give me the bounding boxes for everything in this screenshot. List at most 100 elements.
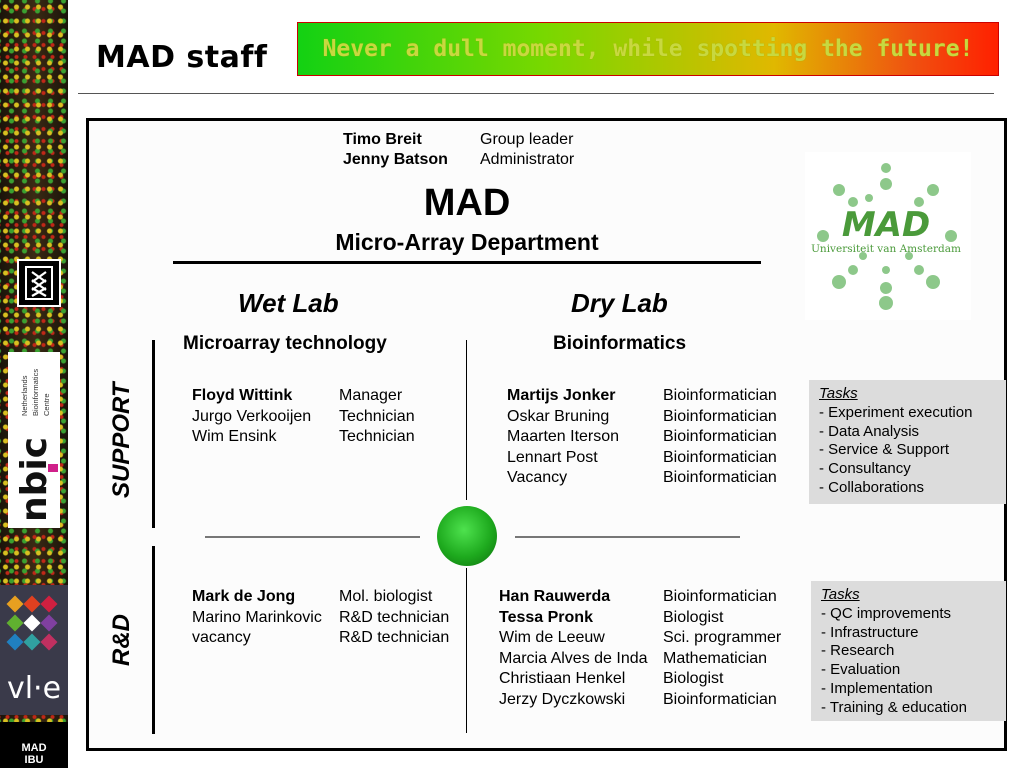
staff-row: Marino Marinkovic R&D technician (192, 608, 449, 629)
leader-name: Jenny Batson (343, 151, 448, 168)
staff-row: Marcia Alves de Inda Mathematician (499, 649, 781, 670)
row-divider-left (205, 536, 420, 538)
task-item: - Implementation (821, 679, 933, 697)
dry-lab-subtitle: Bioinformatics (553, 333, 687, 354)
nbic-text-line-2: Bioinformatics (31, 369, 40, 416)
wet-lab-title: Wet Lab (238, 288, 339, 318)
staff-row: Wim Ensink Technician (192, 427, 415, 448)
task-item: - Training & education (821, 698, 967, 716)
staff-role: Technician (339, 407, 415, 425)
support-bar (152, 340, 155, 528)
task-item: - Collaborations (819, 478, 925, 496)
row-divider-right (515, 536, 740, 538)
staff-name: Han Rauwerda (499, 588, 611, 605)
staff-name: Martijs Jonker (507, 387, 616, 404)
staff-role: Technician (339, 428, 415, 445)
task-item: - QC improvements (821, 604, 952, 622)
staff-role: Bioinformatician (663, 387, 777, 404)
staff-role: Manager (339, 387, 403, 404)
staff-role: Bioinformatician (663, 469, 777, 486)
mad-small-line-2: IBU (24, 754, 44, 766)
staff-name: Tessa Pronk (499, 608, 593, 626)
staff-name: Mark de Jong (192, 588, 296, 605)
staff-name: Maarten Iterson (507, 428, 620, 445)
staff-name: Vacancy (507, 469, 568, 486)
staff-role: Mol. biologist (339, 588, 433, 605)
tasks-heading: Tasks (821, 586, 860, 603)
task-item: - Research (821, 642, 895, 660)
staff-row: Tessa Pronk Biologist (499, 608, 781, 629)
staff-role: R&D technician (339, 629, 450, 646)
rd-tasks-box: Tasks - QC improvements- Infrastructure-… (811, 581, 1006, 721)
mad-small-line-1: MAD (21, 742, 47, 754)
staff-name: Jerzy Dyczkowski (499, 690, 626, 708)
staff-name: Floyd Wittink (192, 387, 293, 404)
staff-role: Biologist (663, 608, 724, 626)
staff-row: Han Rauwerda Bioinformatician (499, 587, 781, 608)
leader-name: Timo Breit (343, 131, 422, 148)
staff-row: Oskar Bruning Bioinformatician (507, 407, 777, 428)
staff-name: Wim de Leeuw (499, 629, 605, 646)
leader-role: Administrator (480, 151, 575, 168)
nbic-logo: Netherlands Bioinformatics Centre nbic (8, 352, 60, 528)
staff-row: vacancy R&D technician (192, 628, 449, 649)
staff-role: Bioinformatician (663, 428, 777, 445)
staff-row: Lennart Post Bioinformatician (507, 448, 777, 469)
staff-role: Bioinformatician (663, 588, 777, 605)
rd-row-label: R&D (108, 614, 135, 666)
dry-lab-title: Dry Lab (571, 288, 668, 318)
staff-row: Floyd Wittink Manager (192, 386, 415, 407)
title-divider (78, 93, 994, 94)
leader-role: Group leader (480, 131, 574, 148)
staff-row: Vacancy Bioinformatician (507, 468, 777, 489)
staff-name: Lennart Post (507, 448, 598, 466)
leader-row: Timo Breit Group leader (343, 130, 574, 150)
leader-row: Jenny Batson Administrator (343, 150, 574, 170)
column-divider-top (466, 340, 467, 500)
wet-lab-subtitle: Microarray technology (183, 333, 387, 354)
staff-row: Mark de Jong Mol. biologist (192, 587, 449, 608)
department-name: Micro-Array Department (335, 229, 599, 255)
slogan-banner: Never a dull moment, while spotting the … (297, 22, 999, 76)
nbic-wordmark: nbic (14, 437, 55, 522)
staff-role: Biologist (663, 670, 724, 687)
task-item: - Consultancy (819, 460, 911, 478)
staff-name: Jurgo Verkooijen (192, 407, 312, 425)
vle-wordmark: vl·e (6, 671, 62, 706)
staff-row: Jurgo Verkooijen Technician (192, 407, 415, 428)
center-green-ball (437, 506, 497, 566)
vle-logo: vl·e (0, 585, 68, 715)
nbic-text-line-1: Netherlands (20, 375, 29, 416)
staff-name: Oskar Bruning (507, 407, 610, 425)
staff-role: Bioinformatician (663, 690, 777, 708)
mad-uva-logo: MAD Universiteit van Amsterdam (805, 152, 971, 320)
staff-name: vacancy (192, 629, 251, 646)
staff-name: Wim Ensink (192, 428, 277, 445)
mad-ibu-logo: MAD IBU (0, 722, 68, 768)
staff-row: Jerzy Dyczkowski Bioinformatician (499, 690, 781, 711)
staff-role: Sci. programmer (663, 629, 782, 646)
logo-mad-text: MAD (842, 205, 930, 245)
slogan-text: Never a dull moment, while spotting the … (322, 36, 974, 62)
logo-uva-text: Universiteit van Amsterdam (811, 243, 961, 255)
tasks-heading: Tasks (819, 385, 858, 402)
staff-role: Bioinformatician (663, 407, 777, 425)
staff-name: Marino Marinkovic (192, 608, 322, 626)
staff-role: Bioinformatician (663, 448, 777, 466)
staff-name: Marcia Alves de Inda (499, 649, 648, 667)
staff-row: Martijs Jonker Bioinformatician (507, 386, 777, 407)
department-divider (173, 261, 761, 264)
support-row-label: SUPPORT (108, 382, 135, 498)
task-item: - Evaluation (821, 661, 901, 679)
leaders-list: Timo Breit Group leader Jenny Batson Adm… (343, 130, 574, 170)
task-item: - Infrastructure (821, 623, 919, 641)
staff-role: Mathematician (663, 649, 768, 667)
rd-bar (152, 546, 155, 734)
staff-role: R&D technician (339, 608, 450, 626)
task-item: - Service & Support (819, 441, 950, 459)
staff-row: Wim de Leeuw Sci. programmer (499, 628, 781, 649)
